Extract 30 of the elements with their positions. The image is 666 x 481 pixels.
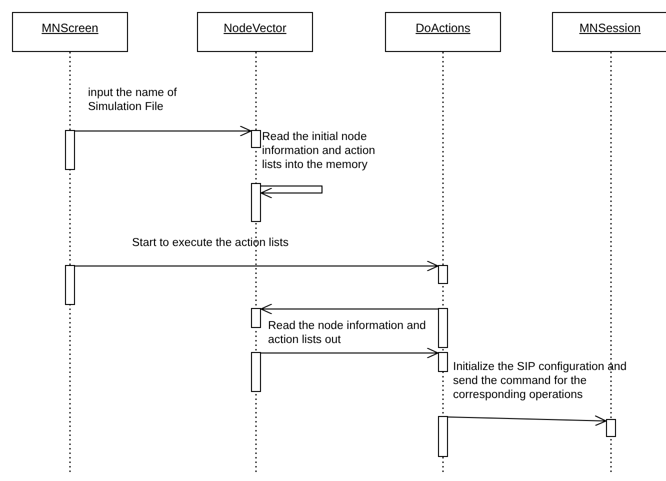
message-label: Start to execute the action lists <box>132 236 290 250</box>
activation-bar <box>438 416 448 457</box>
activation-bar <box>251 130 261 148</box>
activation-bar <box>251 308 261 328</box>
activation-bar <box>438 308 448 348</box>
activation-bar <box>438 265 448 284</box>
message-arrow <box>74 126 252 136</box>
message-arrow <box>260 348 438 358</box>
message-label: Read the initial node information and action lists into the memory <box>262 130 376 172</box>
object-name: NodeVector <box>224 21 286 35</box>
message-arrow <box>74 260 438 272</box>
activation-bar <box>606 419 616 437</box>
activation-bar <box>251 352 261 392</box>
object-name: MNScreen <box>42 21 98 35</box>
object-name: DoActions <box>416 21 470 35</box>
object-box <box>552 12 666 52</box>
object-box <box>385 12 501 52</box>
activation-bar <box>65 130 75 170</box>
message-label: Initialize the SIP configuration and send the command for the corresponding operations <box>453 360 628 402</box>
message-label: input the name of Simulation File <box>88 86 178 114</box>
message-arrow <box>260 304 438 314</box>
message-arrow <box>260 186 322 198</box>
message-arrow <box>448 415 606 426</box>
object-box <box>197 12 313 52</box>
activation-bar <box>65 265 75 305</box>
message-label: Read the node information and action lists out <box>268 319 427 347</box>
activation-bar <box>251 183 261 222</box>
object-name: MNSession <box>579 21 641 35</box>
object-box <box>12 12 128 52</box>
activation-bar <box>438 352 448 372</box>
